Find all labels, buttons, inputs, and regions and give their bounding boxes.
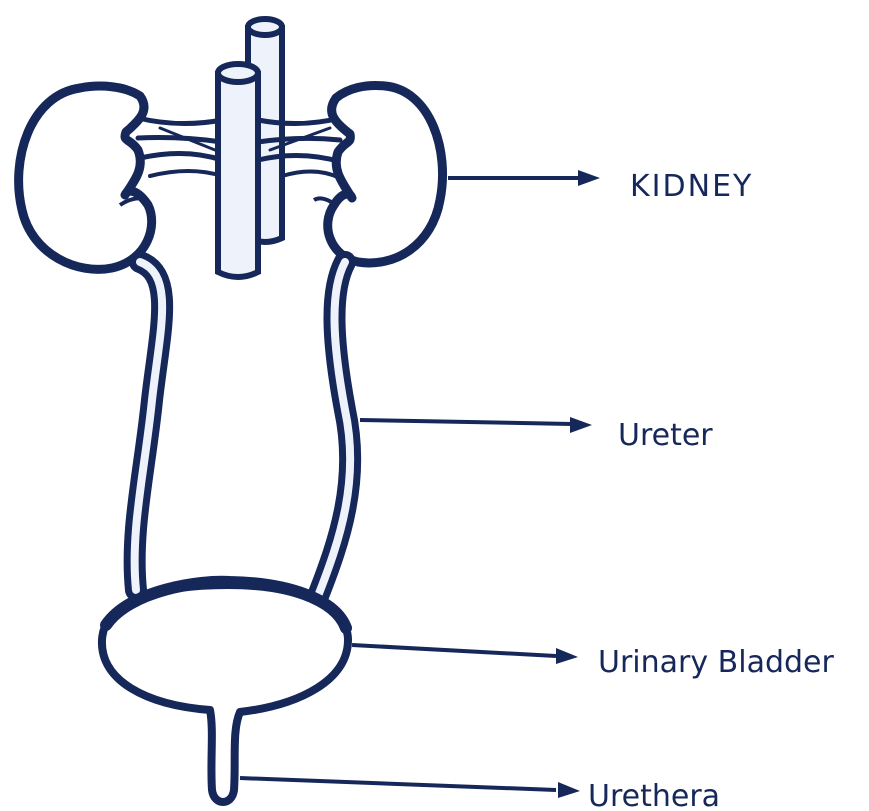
ureter-pointer-arrow [360, 417, 592, 433]
left-kidney [19, 86, 152, 269]
ureter-label: Ureter [618, 418, 713, 453]
left-ureter [135, 262, 163, 590]
renal-vessels-left [138, 118, 222, 176]
kidney-label: KIDNEY [630, 169, 753, 204]
right-ureter [318, 262, 350, 596]
urinary-bladder [102, 582, 348, 802]
urethra-pointer-arrow [240, 778, 580, 798]
pointer-arrows [240, 170, 600, 798]
bladder-pointer-arrow [352, 645, 578, 664]
urinary-bladder-label: Urinary Bladder [598, 645, 834, 680]
urethra-label: Urethera [588, 779, 720, 811]
kidney-pointer-arrow [448, 170, 600, 186]
aorta [218, 64, 258, 277]
